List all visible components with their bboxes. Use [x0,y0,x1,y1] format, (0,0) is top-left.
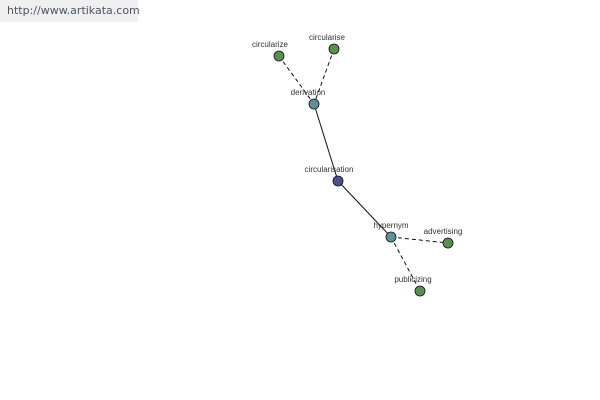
graph-edges [278,48,449,292]
node-circle-derivation[interactable] [308,98,320,110]
node-label-advertising: advertising [424,227,463,236]
edge-circularise-derivation [313,48,335,105]
node-circle-hypernym[interactable] [385,231,397,243]
node-circle-circularize[interactable] [273,50,285,62]
graph-nodes: circularize circularise derivation circular… [252,33,463,297]
node-circularise[interactable]: circularise [309,33,346,55]
node-label-circularisation: circularisation [305,165,354,174]
node-label-hypernym: hypernym [373,221,408,230]
edge-hypernym-publicizing [390,236,421,292]
edge-circularize-derivation [278,55,315,105]
node-circle-circularise[interactable] [328,43,340,55]
node-circle-publicizing[interactable] [414,285,426,297]
node-advertising[interactable]: advertising [424,227,463,249]
watermark-url: http://www.artikata.com [0,0,140,22]
edge-hypernym-advertising [390,236,449,244]
node-circle-advertising[interactable] [442,237,454,249]
node-hypernym[interactable]: hypernym [373,221,409,243]
edge-derivation-circularisation [313,103,339,182]
edge-circularisation-hypernym [337,180,392,238]
node-label-circularise: circularise [309,33,346,42]
node-derivation[interactable]: derivation [291,88,326,110]
node-publicizing[interactable]: publicizing [394,275,432,297]
node-label-circularize: circularize [252,40,289,49]
node-circularisation[interactable]: circularisation [305,165,354,187]
node-circle-circularisation[interactable] [332,175,344,187]
node-label-publicizing: publicizing [394,275,431,284]
node-label-derivation: derivation [291,88,326,97]
node-circularize[interactable]: circularize [252,40,289,62]
